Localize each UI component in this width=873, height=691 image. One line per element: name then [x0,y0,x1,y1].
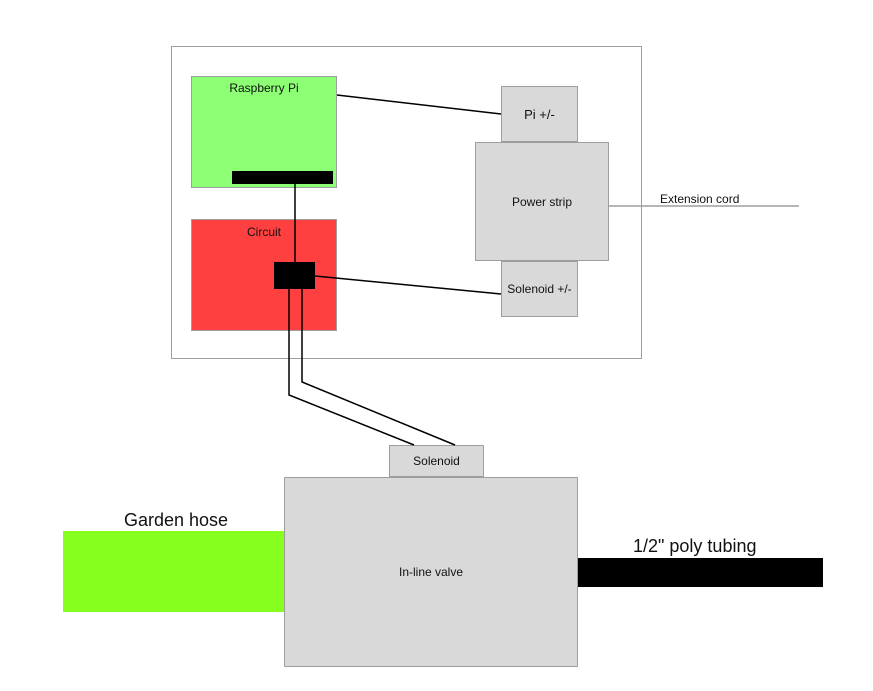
inline-valve-label: In-line valve [398,565,464,579]
pi-power-port: Pi +/- [501,86,578,142]
pi-to-power-wire [336,94,502,115]
circuit-to-solenoid-power-wire [314,275,502,295]
inline-valve-box: In-line valve [284,477,578,667]
solenoid-wire-b [301,289,456,446]
pi-power-label: Pi +/- [524,106,555,122]
poly-tubing-label: 1/2" poly tubing [633,536,757,556]
solenoid-power-port: Solenoid +/- [501,261,578,317]
solenoid-box: Solenoid [389,445,484,477]
garden-hose [63,531,284,612]
gpio-header [232,171,333,184]
solenoid-power-label: Solenoid +/- [507,282,572,296]
raspberry-pi-label: Raspberry Pi [229,81,299,95]
garden-hose-label: Garden hose [124,510,229,530]
extension-cord-label: Extension cord [660,192,740,206]
solenoid-label: Solenoid [413,454,460,468]
circuit-label: Circuit [246,225,281,239]
power-strip-box: Power strip [475,142,609,261]
poly-tubing [578,558,823,587]
solenoid-wire-a [288,289,415,446]
power-strip-label: Power strip [511,194,573,209]
raspberry-pi-box: Raspberry Pi [191,76,337,188]
circuit-connector [274,262,315,289]
